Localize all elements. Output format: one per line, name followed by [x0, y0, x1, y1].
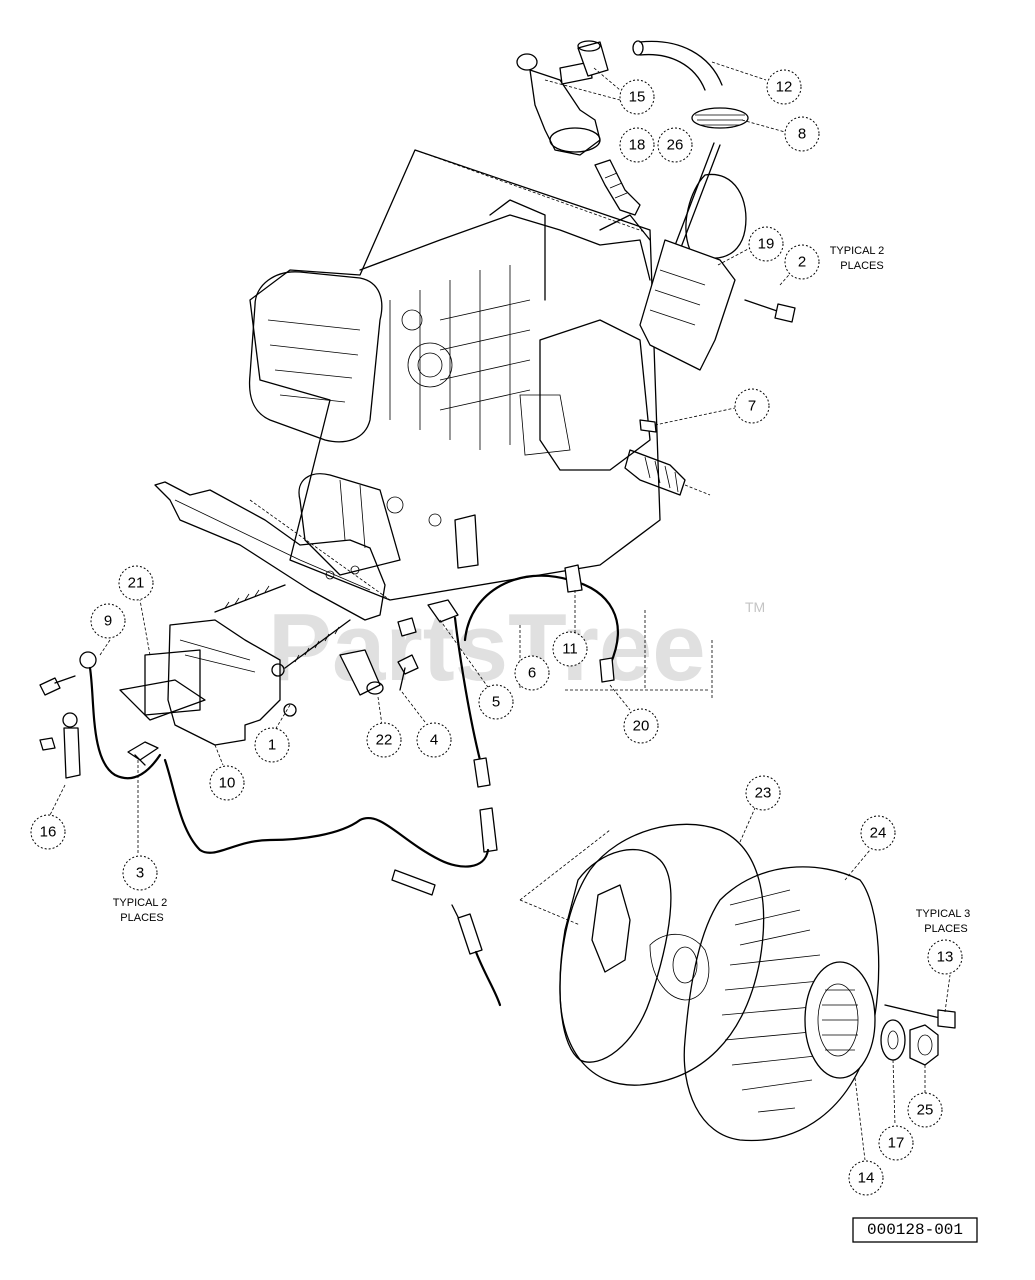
callout-4[interactable]: 4	[416, 722, 452, 758]
svg-text:TYPICAL 3: TYPICAL 3	[916, 908, 971, 920]
flywheel	[559, 823, 765, 1086]
bolt-3	[127, 741, 159, 766]
svg-text:21: 21	[128, 575, 145, 592]
mounting-bolts	[214, 584, 351, 717]
washer-17	[880, 1019, 906, 1061]
leader-lines	[49, 61, 951, 1161]
callout-14[interactable]: 14	[848, 1160, 884, 1196]
callout-6[interactable]: 6	[514, 655, 550, 691]
svg-text:7: 7	[748, 398, 756, 415]
callout-26[interactable]: 26	[657, 127, 693, 163]
svg-text:25: 25	[917, 1102, 934, 1119]
note-typical-3-bolt: TYPICAL 3 PLACES	[916, 908, 971, 935]
svg-text:19: 19	[758, 236, 775, 253]
fuel-cap	[577, 40, 609, 77]
svg-text:18: 18	[629, 137, 646, 154]
ignition-coil	[639, 142, 747, 371]
note-typical-2-coil: TYPICAL 2 PLACES	[830, 245, 885, 272]
svg-text:13: 13	[937, 949, 954, 966]
reference-number-box: 000128-001	[852, 1217, 978, 1243]
callout-10[interactable]: 10	[209, 765, 245, 801]
nut-25	[909, 1024, 939, 1066]
svg-text:5: 5	[492, 694, 500, 711]
callout-1[interactable]: 1	[254, 727, 290, 763]
filter-8	[691, 107, 749, 129]
svg-text:23: 23	[755, 785, 772, 802]
ground-terminals	[39, 651, 162, 780]
callout-7[interactable]: 7	[734, 388, 770, 424]
callout-19[interactable]: 19	[748, 226, 784, 262]
callout-15[interactable]: 15	[619, 79, 655, 115]
svg-text:PLACES: PLACES	[120, 912, 163, 924]
reference-number: 000128-001	[867, 1221, 963, 1239]
bolt-2	[744, 299, 796, 323]
callout-11[interactable]: 11	[552, 631, 588, 667]
svg-text:TYPICAL 2: TYPICAL 2	[830, 245, 885, 257]
svg-text:1: 1	[268, 737, 276, 754]
callout-25[interactable]: 25	[907, 1092, 943, 1128]
svg-text:15: 15	[629, 89, 646, 106]
callout-22[interactable]: 22	[366, 722, 402, 758]
engine-block	[248, 149, 711, 601]
svg-text:10: 10	[219, 775, 236, 792]
wire-harness	[163, 564, 619, 1007]
callout-8[interactable]: 8	[784, 116, 820, 152]
callout-3[interactable]: 3	[122, 855, 158, 891]
callout-18[interactable]: 18	[619, 127, 655, 163]
svg-text:4: 4	[430, 732, 438, 749]
callout-24[interactable]: 24	[860, 815, 896, 851]
svg-text:6: 6	[528, 665, 536, 682]
callout-17[interactable]: 17	[878, 1125, 914, 1161]
watermark-trademark: TM	[745, 599, 765, 615]
note-typical-2-bolt: TYPICAL 2 PLACES	[113, 897, 168, 924]
ignition-module	[119, 619, 281, 746]
callout-2[interactable]: 2	[784, 244, 820, 280]
svg-text:3: 3	[136, 865, 144, 882]
svg-text:PLACES: PLACES	[924, 923, 967, 935]
svg-text:2: 2	[798, 254, 806, 271]
svg-text:22: 22	[376, 732, 393, 749]
callout-12[interactable]: 12	[766, 69, 802, 105]
spark-plug-boot	[516, 53, 601, 156]
svg-text:17: 17	[888, 1135, 905, 1152]
cooling-fan	[683, 866, 880, 1142]
callout-16[interactable]: 16	[30, 814, 66, 850]
callout-13[interactable]: 13	[927, 939, 963, 975]
svg-text:8: 8	[798, 126, 806, 143]
callout-5[interactable]: 5	[478, 684, 514, 720]
callout-21[interactable]: 21	[118, 565, 154, 601]
screw-top-left	[39, 675, 76, 696]
hose-12	[632, 40, 723, 91]
svg-text:9: 9	[104, 613, 112, 630]
key-7	[639, 419, 657, 433]
screw-4	[397, 654, 419, 691]
svg-text:11: 11	[562, 641, 578, 658]
callout-20[interactable]: 20	[623, 708, 659, 744]
bolt-13	[884, 1004, 956, 1029]
watermark-text: PartsTree	[268, 594, 706, 701]
callout-23[interactable]: 23	[745, 775, 781, 811]
svg-text:26: 26	[667, 137, 684, 154]
svg-text:20: 20	[633, 718, 650, 735]
spark-plug	[594, 159, 641, 216]
svg-text:PLACES: PLACES	[840, 260, 883, 272]
svg-text:TYPICAL 2: TYPICAL 2	[113, 897, 168, 909]
callout-9[interactable]: 9	[90, 603, 126, 639]
svg-text:14: 14	[858, 1170, 875, 1187]
spacer-22	[339, 649, 384, 696]
ignition-bracket	[154, 481, 386, 621]
svg-text:12: 12	[776, 79, 793, 96]
svg-text:24: 24	[870, 825, 887, 842]
svg-text:16: 16	[40, 824, 57, 841]
screw-5	[397, 617, 417, 637]
